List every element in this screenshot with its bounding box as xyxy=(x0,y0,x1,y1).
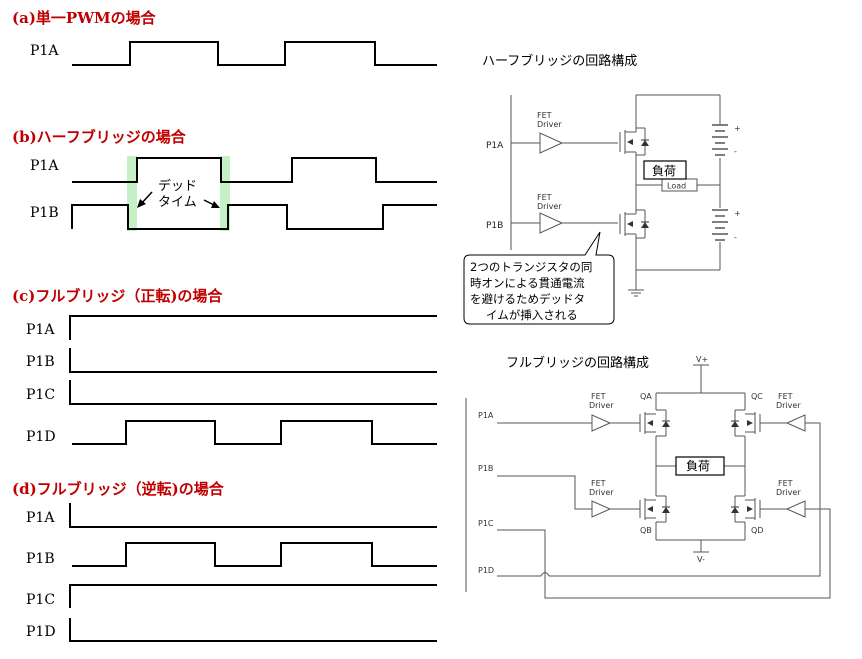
half-bridge-battery-bottom-minus: - xyxy=(734,233,737,242)
section-c-signal-p1b: P1B xyxy=(26,354,55,370)
half-bridge-load-jp: 負荷 xyxy=(652,164,676,178)
half-bridge-driver-b-line2: Driver xyxy=(537,202,562,211)
callout-line-1: 2つのトランジスタの同 xyxy=(470,260,592,274)
half-bridge-title: ハーフブリッジの回路構成 xyxy=(482,53,637,69)
full-bridge-driver-d-icon xyxy=(785,500,806,518)
full-bridge-label-qb: QB xyxy=(640,526,652,535)
half-bridge-battery-top xyxy=(712,124,728,156)
section-b-p1a-waveform xyxy=(72,157,437,183)
full-bridge-input-p1b: P1B xyxy=(478,464,493,473)
deadtime-highlight-left xyxy=(127,156,137,231)
full-bridge-input-p1c: P1C xyxy=(478,519,494,528)
full-bridge-input-p1a: P1A xyxy=(478,411,494,420)
full-bridge-vminus: V- xyxy=(697,555,705,564)
half-bridge-mosfet-low xyxy=(619,209,649,239)
half-bridge-mosfet-high xyxy=(619,127,649,156)
full-bridge-driver-a-line1: FET xyxy=(591,392,606,401)
section-d-p1a-waveform xyxy=(69,503,437,528)
full-bridge-title: フルブリッジの回路構成 xyxy=(506,355,649,371)
full-bridge-driver-b-icon xyxy=(591,500,612,518)
section-b-signal-p1b: P1B xyxy=(30,205,59,221)
callout-line-2: 時オンによる貫通電流 xyxy=(470,276,585,290)
callout-line-4: イムが挿入される xyxy=(486,308,578,322)
section-c-signal-p1d: P1D xyxy=(26,429,56,445)
half-bridge-input-p1b: P1B xyxy=(486,221,503,231)
full-bridge-driver-a-line2: Driver xyxy=(589,401,614,410)
section-d-p1d-waveform xyxy=(69,618,437,642)
half-bridge-driver-a-line1: FET xyxy=(537,111,552,120)
half-bridge-driver-b-line1: FET xyxy=(537,193,552,202)
full-bridge-mosfet-qa xyxy=(639,409,670,437)
full-bridge-driver-b-line2: Driver xyxy=(589,488,614,497)
full-bridge-vplus: V+ xyxy=(696,355,708,364)
full-bridge-label-qa: QA xyxy=(640,392,652,401)
section-d-signal-p1c: P1C xyxy=(26,592,55,608)
deadtime-arrowhead-left xyxy=(137,199,146,208)
section-d-signal-p1d: P1D xyxy=(26,624,56,640)
section-c-title: (c)フルブリッジ（正転)の場合 xyxy=(12,287,223,305)
full-bridge-mosfet-qb xyxy=(639,495,670,523)
half-bridge-battery-bottom xyxy=(712,209,728,241)
full-bridge-driver-d-line1: FET xyxy=(778,479,793,488)
half-bridge-battery-bottom-plus: + xyxy=(734,209,741,218)
deadtime-highlight-right xyxy=(220,156,230,231)
half-bridge-driver-a-icon xyxy=(539,132,564,154)
section-c-p1b-waveform xyxy=(69,348,437,373)
full-bridge-driver-d-line2: Driver xyxy=(776,488,801,497)
section-a-signal-p1a: P1A xyxy=(30,43,59,59)
section-c-signal-p1a: P1A xyxy=(26,322,55,338)
section-d-p1c-waveform xyxy=(69,584,437,608)
full-bridge-mosfet-qc xyxy=(731,409,761,437)
section-d-signal-p1a: P1A xyxy=(26,510,55,526)
full-bridge-input-p1d: P1D xyxy=(478,566,494,575)
section-c-signal-p1c: P1C xyxy=(26,387,55,403)
section-c-p1c-waveform xyxy=(69,380,437,405)
half-bridge-battery-top-plus: + xyxy=(734,124,741,133)
deadtime-arrowhead-right xyxy=(211,201,220,208)
half-bridge-load-en: Load xyxy=(667,182,686,191)
section-b-signal-p1a: P1A xyxy=(30,158,59,174)
half-bridge-circuit: P1A P1B FET Driver FET Driver xyxy=(486,94,741,297)
half-bridge-input-p1a: P1A xyxy=(486,141,504,151)
full-bridge-load-jp: 負荷 xyxy=(686,459,710,473)
full-bridge-load-box xyxy=(675,456,725,476)
full-bridge-label-qc: QC xyxy=(751,392,763,401)
section-c-p1d-waveform xyxy=(72,420,437,445)
half-bridge-battery-top-minus: - xyxy=(734,147,737,156)
section-c-p1a-waveform xyxy=(69,315,437,340)
full-bridge-driver-c-icon xyxy=(785,414,806,432)
half-bridge-load-jp-box xyxy=(643,160,687,180)
section-d-title: (d)フルブリッジ（逆転)の場合 xyxy=(12,480,225,498)
callout-line-3: を避けるためデッドタ xyxy=(470,292,585,306)
deadtime-callout: 2つのトランジスタの同 時オンによる貫通電流 を避けるためデッドタ イムが挿入さ… xyxy=(463,231,615,325)
section-b-title: (b)ハーフブリッジの場合 xyxy=(12,128,187,146)
deadtime-label-line2: タイム xyxy=(158,195,197,210)
full-bridge-driver-a-icon xyxy=(591,414,612,432)
section-a-title: (a)単一PWMの場合 xyxy=(12,9,157,27)
section-d-signal-p1b: P1B xyxy=(26,551,55,567)
full-bridge-circuit: P1A P1B P1C P1D FET Driver FET Driver FE… xyxy=(465,355,831,599)
full-bridge-driver-c-line1: FET xyxy=(778,392,793,401)
full-bridge-mosfet-qd xyxy=(731,495,761,523)
section-b-p1b-waveform xyxy=(71,204,437,230)
section-a-p1a-waveform xyxy=(72,41,437,66)
deadtime-label-line1: デッド xyxy=(158,178,197,194)
full-bridge-driver-c-line2: Driver xyxy=(776,401,801,410)
half-bridge-driver-a-line2: Driver xyxy=(537,120,562,129)
full-bridge-label-qd: QD xyxy=(751,526,763,535)
section-d-p1b-waveform xyxy=(72,542,437,567)
full-bridge-driver-b-line1: FET xyxy=(591,479,606,488)
half-bridge-driver-b-icon xyxy=(539,212,564,234)
